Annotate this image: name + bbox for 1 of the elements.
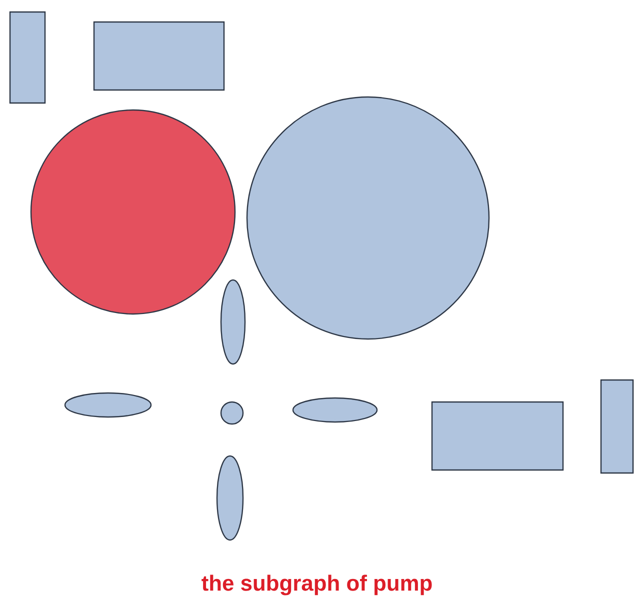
- caption: the subgraph of pump: [202, 574, 432, 596]
